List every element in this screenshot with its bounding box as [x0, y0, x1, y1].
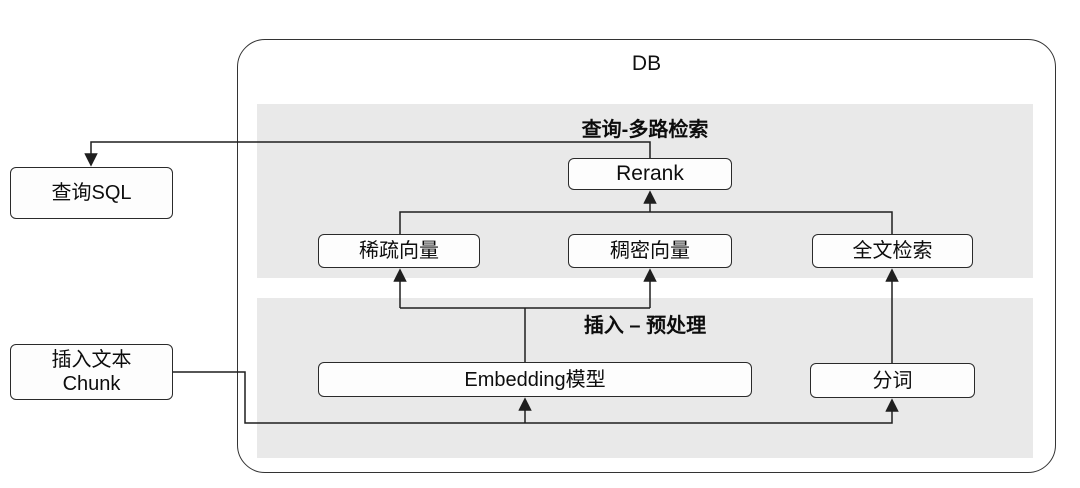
node-dense-vector-label: 稠密向量	[610, 240, 690, 262]
node-embedding-model-label: Embedding模型	[464, 368, 606, 391]
node-insert-chunk: 插入文本 Chunk	[10, 344, 173, 400]
node-rerank-label: Rerank	[616, 162, 684, 186]
node-dense-vector: 稠密向量	[568, 234, 732, 268]
node-rerank: Rerank	[568, 158, 732, 190]
db-title: DB	[631, 52, 662, 75]
node-sparse-vector: 稀疏向量	[318, 234, 480, 268]
node-embedding-model: Embedding模型	[318, 362, 752, 397]
node-query-sql: 查询SQL	[10, 167, 173, 219]
section-query-retrieval-label: 查询-多路检索	[581, 119, 709, 141]
node-query-sql-label: 查询SQL	[51, 182, 132, 204]
node-tokenizer: 分词	[810, 363, 975, 398]
node-tokenizer-label: 分词	[872, 369, 913, 392]
section-insert-preprocess-label: 插入 – 预处理	[583, 315, 707, 337]
node-fulltext-search-label: 全文检索	[852, 240, 933, 262]
node-fulltext-search: 全文检索	[812, 234, 973, 268]
node-insert-chunk-label-line2: Chunk	[62, 373, 121, 395]
node-sparse-vector-label: 稀疏向量	[359, 240, 439, 262]
node-insert-chunk-label-line1: 插入文本	[51, 349, 132, 371]
